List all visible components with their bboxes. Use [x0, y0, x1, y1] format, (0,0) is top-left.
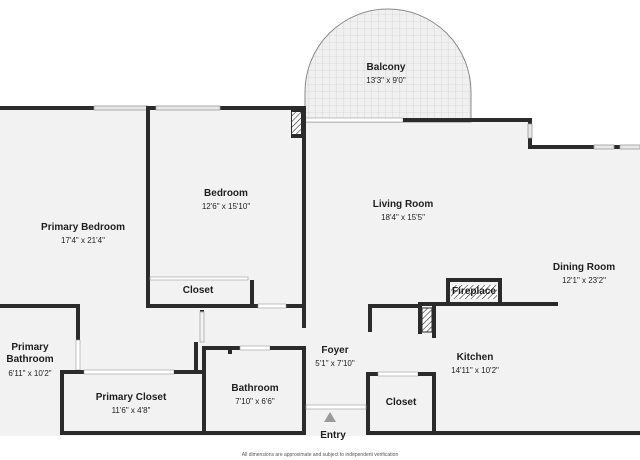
floor-area [0, 108, 640, 436]
balcony-label: Balcony 13'3" x 9'0" [366, 62, 405, 85]
disclaimer-text: All dimensions are approximate and subje… [241, 452, 399, 458]
primary-bathroom-label: Primary Bathroom 6'11" x 10'2" [2, 342, 58, 378]
foyer-label: Foyer 5'1" x 7'10" [315, 345, 354, 368]
room-name: Dining Room [552, 262, 616, 273]
room-dimensions: 14'11" x 10'2" [451, 365, 499, 375]
kitchen-walls [368, 278, 558, 338]
room-name: Balcony [366, 62, 406, 73]
room-name: Bedroom [204, 188, 248, 199]
primary-suite-walls [0, 304, 206, 435]
room-dimensions: 7'10" x 6'6" [235, 396, 275, 406]
bathroom-label: Bathroom 7'10" x 6'6" [231, 383, 278, 406]
fireplace-label: Fireplace [452, 286, 496, 298]
kitchen-label: Kitchen 14'11" x 10'2" [451, 352, 499, 375]
room-dimensions: 12'6" x 15'10" [201, 201, 251, 211]
primary-bedroom-label: Primary Bedroom 17'4" x 21'4" [41, 222, 125, 245]
entry-label: Entry [320, 430, 346, 442]
room-name: Closet [385, 397, 417, 408]
bathroom-walls [202, 345, 306, 435]
room-name: Living Room [372, 199, 434, 210]
room-name: Bathroom [231, 383, 279, 394]
room-name: Primary Closet [95, 392, 167, 403]
room-dimensions: 18'4" x 15'5" [381, 212, 425, 222]
living-room-label: Living Room 18'4" x 15'5" [373, 199, 434, 222]
entry-name: Entry [320, 430, 346, 441]
room-name: Kitchen [456, 352, 494, 363]
room-dimensions: 13'3" x 9'0" [366, 75, 406, 85]
dining-room-label: Dining Room 12'1" x 23'2" [553, 262, 615, 285]
kitchen-closet-label: Closet [386, 397, 417, 409]
bedroom-walls [146, 106, 306, 309]
room-dimensions: 17'4" x 21'4" [61, 235, 105, 245]
entry-arrow-icon [324, 412, 336, 422]
entry-door [305, 404, 367, 422]
room-name: Primary Bathroom [6, 342, 54, 365]
primary-closet-label: Primary Closet 11'6" x 4'8" [96, 392, 167, 415]
room-name: Closet [182, 285, 214, 296]
kitchen-closet-walls [366, 371, 436, 435]
bedroom-closet-label: Closet [183, 285, 214, 297]
room-name: Primary Bedroom [41, 222, 125, 233]
room-dimensions: 12'1" x 23'2" [562, 275, 606, 285]
room-dimensions: 6'11" x 10'2" [8, 368, 52, 378]
room-name: Foyer [321, 345, 349, 356]
room-dimensions: 5'1" x 7'10" [315, 358, 355, 368]
room-dimensions: 11'6" x 4'8" [111, 405, 151, 415]
bedroom-label: Bedroom 12'6" x 15'10" [202, 188, 250, 211]
fireplace-name: Fireplace [452, 286, 496, 297]
